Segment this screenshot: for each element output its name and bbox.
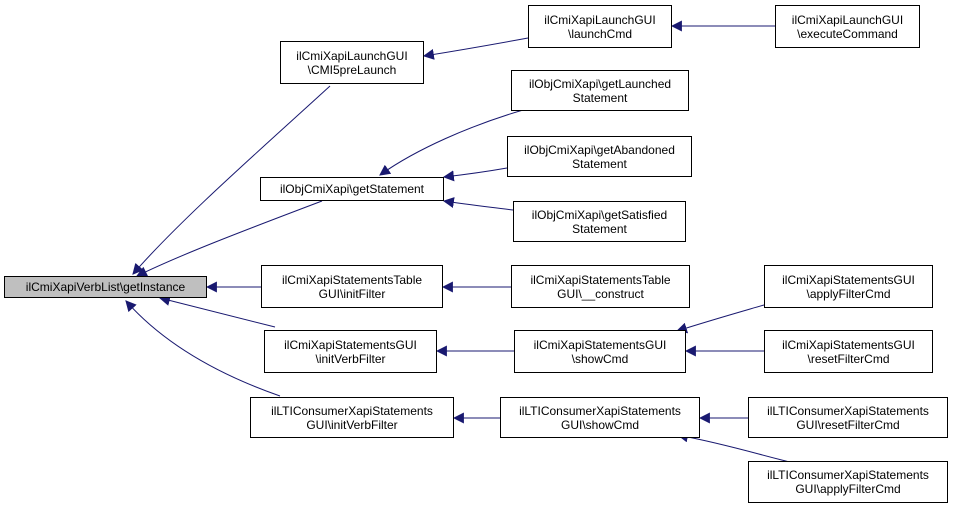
- edge-lti-initverbfilter-to-root: [125, 300, 281, 397]
- node-getsatisfied[interactable]: ilObjCmiXapi\getSatisfied Statement: [513, 201, 686, 242]
- edge-lti-applyfilter-to-lti-showcmd: [676, 431, 791, 463]
- node-stmtgui-initverbfilter[interactable]: ilCmiXapiStatementsGUI \initVerbFilter: [264, 330, 437, 373]
- node-label: ilLTIConsumerXapiStatements: [767, 468, 929, 482]
- node-label: \resetFilterCmd: [807, 351, 890, 366]
- node-label: \applyFilterCmd: [806, 286, 891, 301]
- node-label: \showCmd: [571, 351, 629, 366]
- edge-cmi5prelaunch-to-root: [132, 85, 331, 275]
- node-label: ilLTIConsumerXapiStatements: [271, 403, 433, 418]
- node-label: ilCmiXapiLaunchGUI: [791, 12, 904, 27]
- node-getabandoned[interactable]: ilObjCmiXapi\getAbandoned Statement: [507, 136, 692, 177]
- node-label: \initVerbFilter: [315, 351, 386, 366]
- edge-launchcmd-to-cmi5prelaunch: [422, 37, 529, 60]
- node-label: ilCmiXapiStatementsGUI: [533, 337, 667, 352]
- node-label: ilObjCmiXapi\getSatisfied: [531, 207, 668, 222]
- node-lti-applyfiltercmd[interactable]: ilLTIConsumerXapiStatements GUI\applyFil…: [748, 461, 948, 503]
- node-tablegui-initfilter[interactable]: ilCmiXapiStatementsTable GUI\initFilter: [261, 265, 443, 308]
- edge-getlaunched-to-getstatement: [379, 107, 531, 176]
- node-label: GUI\initVerbFilter: [306, 417, 398, 432]
- node-label: ilLTIConsumerXapiStatements: [767, 403, 929, 418]
- node-label: ilObjCmiXapi\getLaunched: [528, 76, 672, 91]
- node-label: ilCmiXapiLaunchGUI: [296, 48, 408, 63]
- edge-stmtgui-initverbfilter-to-root: [158, 295, 276, 328]
- node-label: \CMI5preLaunch: [307, 62, 397, 77]
- node-label: ilCmiXapiStatementsGUI: [284, 337, 417, 352]
- node-label: ilCmiXapiVerbList\getInstance: [25, 280, 186, 294]
- node-executecommand[interactable]: ilCmiXapiLaunchGUI \executeCommand: [775, 5, 920, 48]
- node-label: GUI\resetFilterCmd: [796, 417, 900, 432]
- node-label: ilCmiXapiStatementsTable: [281, 272, 423, 287]
- node-label: ilLTIConsumerXapiStatements: [519, 403, 681, 418]
- node-lti-showcmd[interactable]: ilLTIConsumerXapiStatements GUI\showCmd: [500, 397, 700, 438]
- node-label: Statement: [572, 90, 628, 105]
- node-label: ilCmiXapiLaunchGUI: [544, 12, 656, 27]
- node-stmtgui-applyfiltercmd[interactable]: ilCmiXapiStatementsGUI \applyFilterCmd: [764, 265, 933, 308]
- node-label: \launchCmd: [567, 26, 633, 41]
- node-label: Statement: [572, 156, 627, 171]
- edge-getstatement-to-root: [136, 200, 323, 277]
- edge-getabandoned-to-getstatement: [442, 167, 508, 182]
- node-tablegui-construct[interactable]: ilCmiXapiStatementsTable GUI\__construct: [511, 265, 690, 308]
- node-label: GUI\__construct: [557, 286, 644, 301]
- node-label: ilObjCmiXapi\getAbandoned: [524, 142, 675, 157]
- node-label: GUI\initFilter: [318, 286, 386, 301]
- node-stmtgui-showcmd[interactable]: ilCmiXapiStatementsGUI \showCmd: [514, 330, 686, 373]
- node-cmi5prelaunch[interactable]: ilCmiXapiLaunchGUI \CMI5preLaunch: [280, 41, 424, 84]
- node-label: ilCmiXapiStatementsTable: [530, 272, 671, 287]
- node-label: \executeCommand: [797, 26, 898, 41]
- node-label: ilObjCmiXapi\getStatement: [279, 182, 425, 196]
- node-stmtgui-resetfiltercmd[interactable]: ilCmiXapiStatementsGUI \resetFilterCmd: [764, 330, 933, 373]
- node-lti-initverbfilter[interactable]: ilLTIConsumerXapiStatements GUI\initVerb…: [250, 397, 454, 438]
- node-getlaunched[interactable]: ilObjCmiXapi\getLaunched Statement: [511, 70, 689, 111]
- node-label: Statement: [572, 221, 627, 236]
- node-label: ilCmiXapiStatementsGUI: [782, 337, 915, 352]
- node-root-getinstance: ilCmiXapiVerbList\getInstance: [4, 276, 207, 298]
- node-launchcmd[interactable]: ilCmiXapiLaunchGUI \launchCmd: [528, 5, 672, 48]
- edge-applyfilter-to-stmtgui-showcmd: [675, 304, 765, 334]
- node-lti-resetfiltercmd[interactable]: ilLTIConsumerXapiStatements GUI\resetFil…: [748, 397, 948, 438]
- node-getstatement[interactable]: ilObjCmiXapi\getStatement: [260, 177, 444, 201]
- node-label: GUI\showCmd: [560, 417, 640, 432]
- node-label: GUI\applyFilterCmd: [795, 482, 901, 496]
- node-label: ilCmiXapiStatementsGUI: [782, 272, 915, 287]
- edge-getsatisfied-to-getstatement: [442, 197, 514, 211]
